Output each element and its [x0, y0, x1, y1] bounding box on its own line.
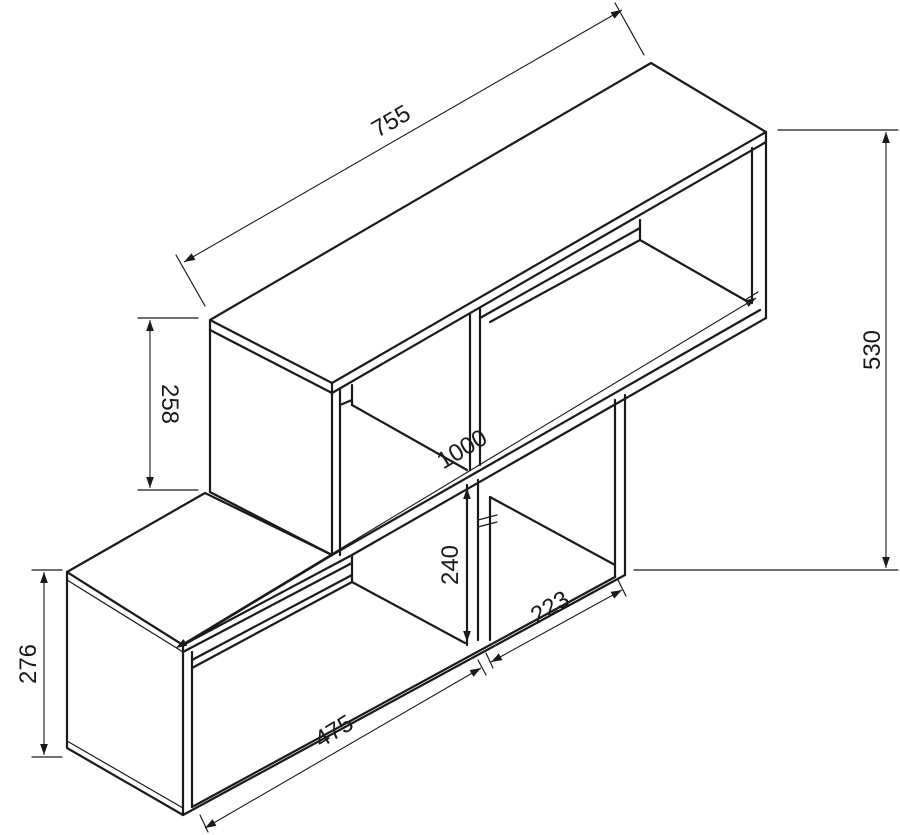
- dimension-755-label: 755: [367, 100, 415, 143]
- upper-box: [208, 61, 768, 557]
- dimension-475: 475: [199, 659, 487, 833]
- dimension-258: 258: [137, 317, 199, 491]
- dimension-276: 276: [15, 569, 63, 758]
- dimension-223: 223: [485, 579, 627, 669]
- dimension-258-label: 258: [156, 384, 183, 424]
- dimension-223-label: 223: [526, 586, 574, 630]
- dimension-240: 240: [437, 488, 471, 642]
- lower-divider: [465, 478, 498, 647]
- upper-top-surface: [208, 61, 768, 385]
- diagonal-board: [330, 308, 768, 557]
- dimension-276-label: 276: [15, 644, 42, 684]
- dimension-240-label: 240: [437, 545, 464, 585]
- dimension-530: 530: [633, 129, 899, 571]
- dimension-475-label: 475: [310, 710, 358, 754]
- dimension-530-label: 530: [859, 330, 886, 370]
